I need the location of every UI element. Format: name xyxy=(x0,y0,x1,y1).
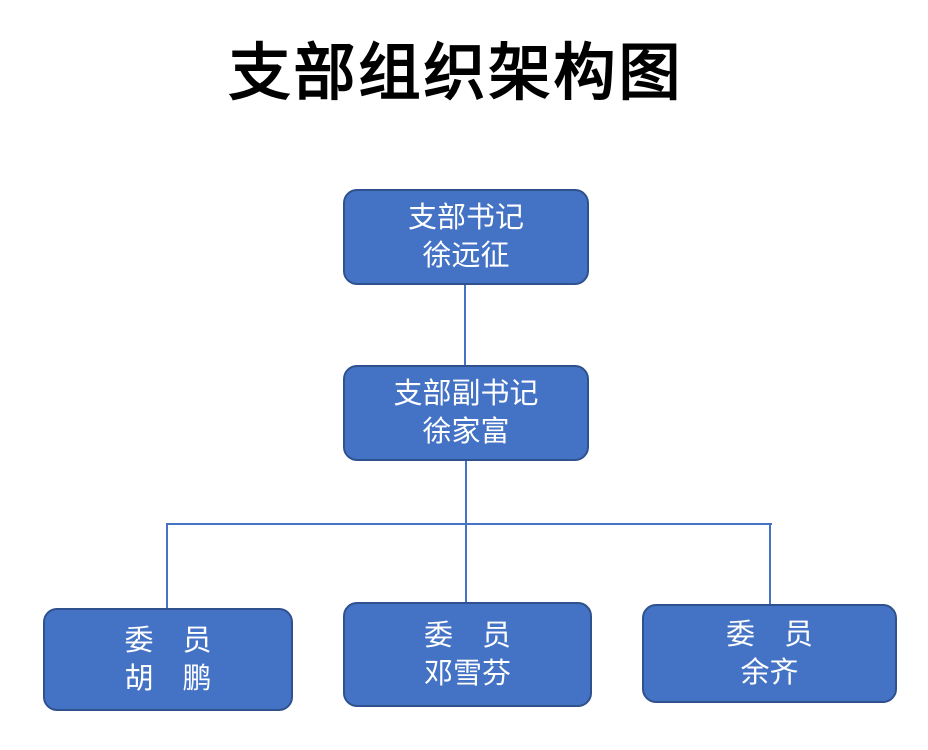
connector-drop-member-3 xyxy=(769,523,771,604)
org-node-role: 支部书记 xyxy=(408,199,524,237)
org-node-deputy-secretary: 支部副书记 徐家富 xyxy=(343,365,589,461)
connector-horizontal-rail xyxy=(166,523,772,525)
connector-secretary-to-deputy xyxy=(464,285,466,365)
org-node-name: 余齐 xyxy=(740,654,798,692)
org-node-role: 委 员 xyxy=(424,617,511,655)
org-node-name: 徐家富 xyxy=(422,413,509,451)
org-node-member-deng-xuefen: 委 员 邓雪芬 xyxy=(343,602,592,707)
org-node-name: 徐远征 xyxy=(422,237,509,275)
connector-drop-member-2 xyxy=(465,523,467,602)
org-node-secretary: 支部书记 徐远征 xyxy=(343,189,589,285)
connector-deputy-stem xyxy=(465,461,467,524)
org-node-name: 胡 鹏 xyxy=(124,660,211,698)
org-node-member-hu-peng: 委 员 胡 鹏 xyxy=(43,608,293,711)
org-node-role: 委 员 xyxy=(124,622,211,660)
org-node-role: 委 员 xyxy=(726,616,813,654)
connector-drop-member-1 xyxy=(166,523,168,608)
page-title: 支部组织架构图 xyxy=(0,22,920,112)
org-node-role: 支部副书记 xyxy=(393,375,538,413)
org-node-member-yu-qi: 委 员 余齐 xyxy=(642,604,897,703)
org-node-name: 邓雪芬 xyxy=(424,655,511,693)
